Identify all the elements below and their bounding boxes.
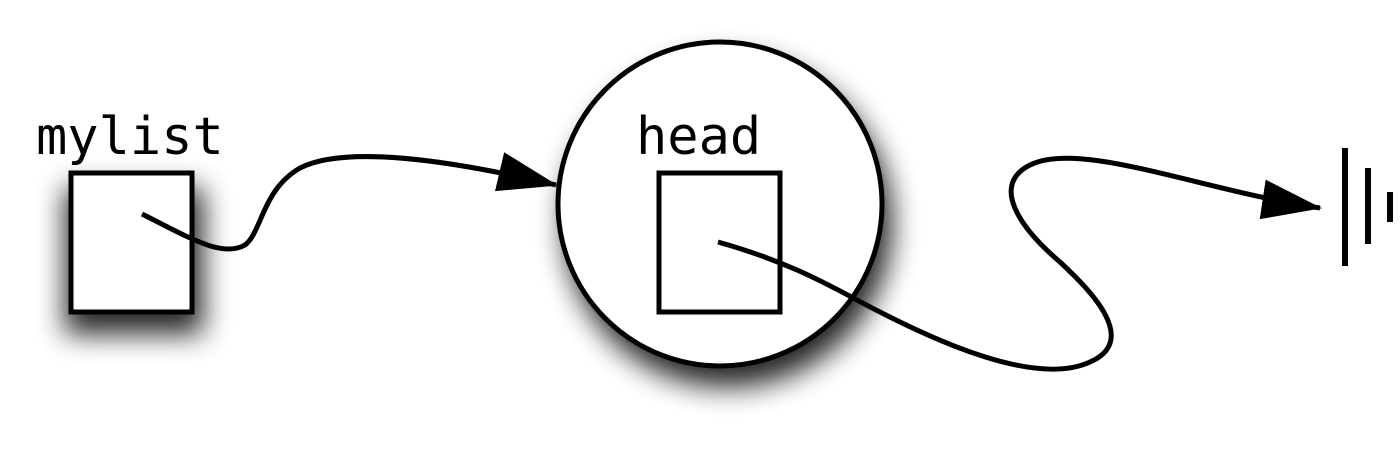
mylist-pointer-arrow bbox=[140, 152, 558, 252]
null-terminator-icon bbox=[1342, 148, 1393, 266]
head-pointer-arrow bbox=[717, 155, 1322, 372]
head-node: head bbox=[555, 39, 892, 387]
mylist-label: mylist bbox=[36, 107, 224, 167]
mylist-variable: mylist bbox=[36, 107, 224, 334]
mylist-box bbox=[68, 170, 195, 315]
head-label: head bbox=[636, 107, 761, 167]
